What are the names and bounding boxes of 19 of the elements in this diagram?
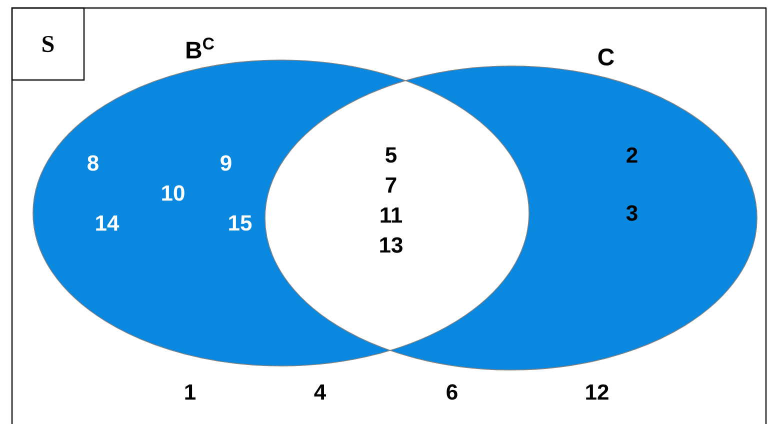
element-number: 14 — [96, 215, 120, 231]
element-number: 10 — [162, 185, 184, 201]
element-number: 4 — [314, 384, 326, 400]
set-label-box: S — [11, 7, 85, 81]
element-number: 7 — [386, 177, 396, 193]
element-number: 15 — [229, 215, 252, 231]
element-number: 5 — [386, 147, 396, 163]
set-name: B$^{C}$ — [186, 38, 214, 58]
element-number: 6 — [446, 384, 458, 400]
set-name: C — [598, 48, 614, 66]
set-ellipse — [264, 66, 758, 370]
element-number: 2 — [626, 147, 638, 163]
element-number: 3 — [626, 205, 638, 221]
element-number: 11 — [380, 207, 402, 223]
element-number: 8 — [88, 155, 98, 171]
element-number: 9 — [220, 155, 232, 171]
set-ellipse — [32, 60, 530, 366]
element-number: 12 — [586, 384, 608, 400]
element-number: 13 — [380, 237, 402, 253]
